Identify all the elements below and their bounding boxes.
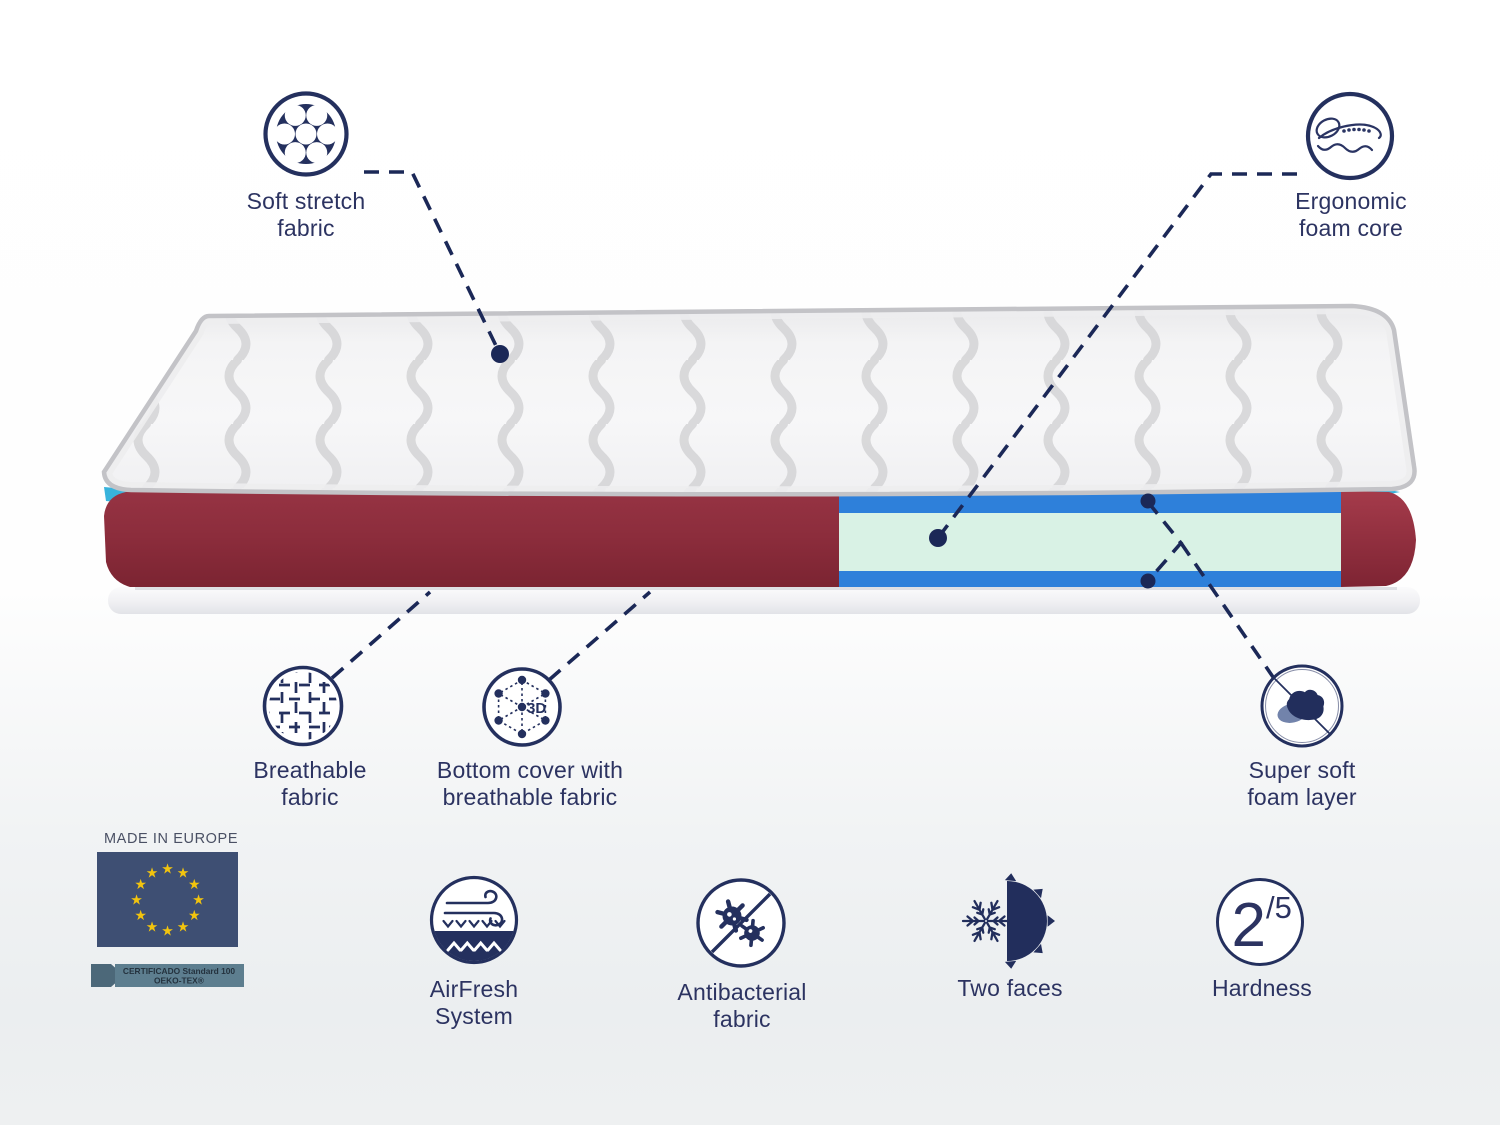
breathable-label: Breathable fabric <box>253 757 367 810</box>
leader-breathable <box>330 590 432 680</box>
hardness-scale: /5 <box>1266 890 1292 925</box>
ergonomic-foam-core-icon <box>1295 81 1405 191</box>
bottom-cover-label: Bottom cover with breathable fabric <box>436 757 624 810</box>
mattress-side-red <box>104 492 839 590</box>
hardness-label: Hardness <box>1211 975 1313 1001</box>
eu-flag-star: ★ <box>134 907 147 923</box>
two-faces-icon <box>953 866 1063 976</box>
hardness-value: 2 <box>1232 891 1266 960</box>
eu-flag-star: ★ <box>130 892 143 908</box>
eu-flag-star: ★ <box>146 865 159 881</box>
soft-stretch-fabric-icon <box>251 79 361 189</box>
mattress-bottom-trim <box>108 587 1420 614</box>
eu-flag-star: ★ <box>177 865 190 881</box>
soft-stretch-label: Soft stretch fabric <box>246 188 366 241</box>
eu-flag-star: ★ <box>146 918 159 934</box>
mattress-side-red-cap <box>1341 491 1416 587</box>
bottom-trim-shadow <box>135 587 1397 590</box>
eu-flag-star: ★ <box>188 876 201 892</box>
eu-flag-star: ★ <box>177 918 190 934</box>
oeko-tex-ribbon: CERTIFICADO Standard 100 OEKO-TEX® <box>90 962 246 989</box>
made-in-europe-title: MADE IN EUROPE <box>104 831 239 847</box>
leader-soft-stretch <box>364 170 502 355</box>
ribbon-bar <box>115 964 244 987</box>
snowflake-half <box>961 899 1011 943</box>
eu-flag-star: ★ <box>192 892 205 908</box>
antibacterial-icon <box>686 868 796 978</box>
hardness-icon: 2 /5 <box>1205 867 1315 977</box>
foam-core-cutaway <box>839 492 1341 590</box>
foam-core-mint <box>839 513 1341 571</box>
bottom-cover-3d-icon: 3D <box>467 652 577 762</box>
airfresh-label: AirFresh System <box>429 976 519 1029</box>
sun-half <box>1004 873 1055 969</box>
callout-lines <box>330 170 1297 682</box>
ribbon-text-line1: CERTIFICADO Standard 100 <box>123 966 235 976</box>
mattress-front-face <box>104 485 1420 614</box>
dot-soft-stretch <box>491 345 509 363</box>
eu-flag-star: ★ <box>161 861 174 877</box>
eu-flag-star: ★ <box>161 923 174 939</box>
foam-layer-top <box>839 492 1341 513</box>
dot-foam-top <box>1140 493 1156 509</box>
dot-foam-bottom <box>1140 573 1156 589</box>
ribbon-text-line2: OEKO-TEX® <box>154 976 205 986</box>
callout-dots <box>491 345 1156 589</box>
eu-flag-stars: ★ ★ ★ ★ ★ ★ ★ ★ ★ ★ ★ ★ <box>130 861 205 939</box>
breathable-fabric-icon <box>248 651 358 761</box>
eu-flag-star: ★ <box>188 907 201 923</box>
super-soft-foam-icon <box>1247 651 1357 761</box>
eu-flag-star: ★ <box>134 876 147 892</box>
threed-icon-text: 3D <box>527 700 546 717</box>
eu-flag-field <box>97 852 238 947</box>
dot-ergonomic <box>929 529 947 547</box>
two-faces-label: Two faces <box>957 975 1063 1001</box>
airfresh-icon <box>419 865 529 975</box>
leader-bottom-cover <box>547 590 652 682</box>
mattress-quilted-top <box>90 290 1430 505</box>
antibacterial-label: Antibacterial fabric <box>677 979 807 1032</box>
super-soft-label: Super soft foam layer <box>1247 757 1357 810</box>
ergonomic-label: Ergonomic foam core <box>1295 188 1407 241</box>
leader-ergonomic <box>936 172 1297 540</box>
leader-super-soft <box>1179 541 1275 679</box>
eu-flag: ★ ★ ★ ★ ★ ★ ★ ★ ★ ★ ★ ★ <box>97 852 238 947</box>
foam-layer-bottom <box>839 571 1341 590</box>
